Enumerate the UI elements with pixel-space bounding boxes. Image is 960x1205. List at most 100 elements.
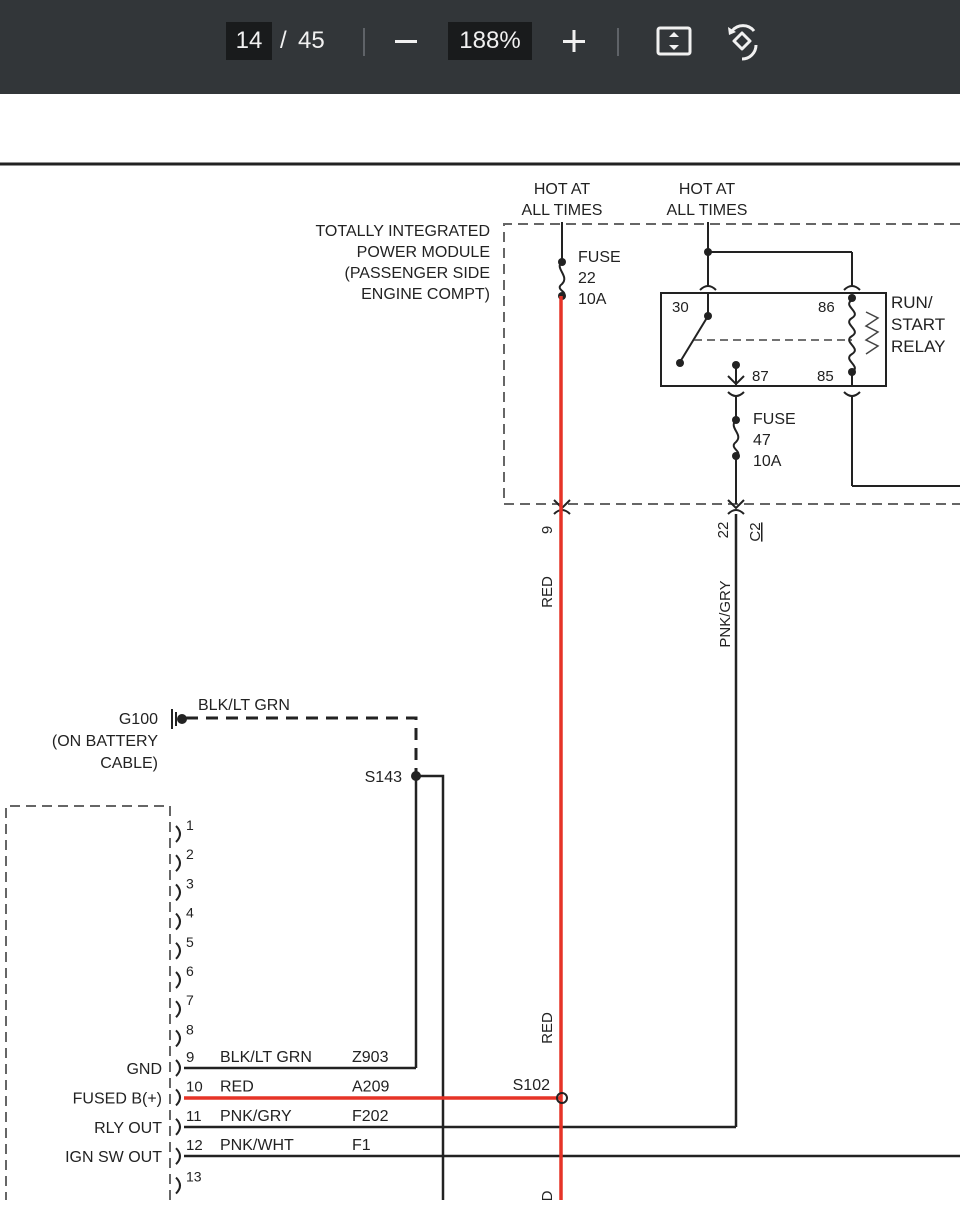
- wire-label-red: RED: [539, 1012, 556, 1044]
- toolbar-divider: [363, 28, 365, 56]
- relay-pin-30: 30: [672, 299, 689, 316]
- svg-text:(ON BATTERY: (ON BATTERY: [52, 733, 158, 750]
- svg-text:CABLE): CABLE): [100, 755, 158, 772]
- pin-terminal-icon: [175, 1059, 181, 1077]
- ground-icon: [171, 709, 187, 729]
- fit-page-button[interactable]: [652, 19, 696, 63]
- wire-color-label: PNK/WHT: [220, 1137, 294, 1154]
- circuit-id-label: F202: [352, 1108, 389, 1125]
- pin-terminal-icon: [175, 1088, 181, 1107]
- pin-terminal-icon: [175, 1029, 181, 1048]
- svg-text:10A: 10A: [753, 453, 782, 470]
- wiring-diagram: HOT AT ALL TIMES HOT AT ALL TIMES TOTALL…: [0, 162, 960, 1205]
- pin-function-label: IGN SW OUT: [65, 1149, 162, 1166]
- hot-at-all-times-label: HOT AT: [679, 181, 736, 198]
- wire-label-blk-lt-grn: BLK/LT GRN: [198, 697, 290, 714]
- pin-terminal-icon: [175, 1118, 181, 1136]
- relay-label: RUN/ START RELAY: [891, 293, 946, 356]
- tipm-module-outline: [503, 223, 960, 505]
- wire-label-red: RED: [539, 576, 556, 608]
- rotate-button[interactable]: [720, 19, 764, 63]
- connector-pin-number: 13: [186, 1169, 202, 1185]
- pin-terminal-icon: [175, 1000, 181, 1018]
- relay-pin-86: 86: [818, 299, 835, 316]
- connector-pin-number: 8: [186, 1021, 194, 1037]
- relay-pin-87: 87: [752, 368, 769, 385]
- pin-function-label: RLY OUT: [94, 1120, 162, 1137]
- svg-text:(PASSENGER SIDE: (PASSENGER SIDE: [344, 265, 490, 282]
- connector-pins: 1 2 3 4 5 6 7 8: [175, 817, 194, 1048]
- document-viewer[interactable]: HOT AT ALL TIMES HOT AT ALL TIMES TOTALL…: [0, 94, 960, 1205]
- pin-function-label: GND: [126, 1061, 162, 1078]
- module-connector-outline: [5, 805, 171, 1200]
- svg-text:22: 22: [578, 270, 596, 287]
- cavity-22-label: 22: [715, 522, 732, 539]
- total-pages: 45: [298, 27, 325, 54]
- connector-pin-number: 6: [186, 963, 194, 979]
- zoom-level-input[interactable]: 188%: [448, 22, 532, 60]
- page-number-input[interactable]: 14: [226, 22, 272, 60]
- svg-text:47: 47: [753, 432, 771, 449]
- hot-at-all-times-label: HOT AT: [534, 181, 591, 198]
- svg-text:RUN/: RUN/: [891, 293, 933, 312]
- pin-terminal-icon: [175, 854, 181, 872]
- hot-at-all-times-label: ALL TIMES: [667, 202, 748, 219]
- toolbar-divider: [617, 28, 619, 56]
- fuse-22-symbol: [558, 261, 566, 297]
- pin-terminal-icon: [175, 912, 181, 931]
- pin-terminal-icon: [175, 942, 181, 960]
- minus-icon: [395, 40, 417, 43]
- svg-text:POWER MODULE: POWER MODULE: [357, 244, 490, 261]
- wire-blk-lt-grn-ground: [186, 716, 418, 776]
- cavity-9-label: 9: [539, 526, 556, 534]
- connector-pin-number: 9: [186, 1049, 194, 1066]
- pin-terminal-icon: [175, 825, 181, 843]
- wire-label-pnk-gry: PNK/GRY: [717, 580, 734, 647]
- splice-s143-label: S143: [365, 769, 402, 786]
- wire-color-label: PNK/GRY: [220, 1108, 292, 1125]
- svg-text:TOTALLY INTEGRATED: TOTALLY INTEGRATED: [315, 223, 490, 240]
- pin-terminal-icon: [175, 1147, 181, 1165]
- connector-pin-number: 12: [186, 1137, 203, 1154]
- pin-terminal-icon: [175, 971, 181, 989]
- splice-s102: [556, 1092, 568, 1104]
- fuse-47-symbol: [732, 419, 740, 457]
- svg-text:FUSE: FUSE: [578, 249, 621, 266]
- page-separator: /: [280, 27, 287, 54]
- splice-s102-label: S102: [513, 1077, 550, 1094]
- connector-c2-label: C2: [747, 522, 764, 541]
- connector-pin-number: 7: [186, 992, 194, 1008]
- pin-terminal-icon: [175, 883, 181, 902]
- svg-text:START: START: [891, 315, 945, 334]
- svg-text:10A: 10A: [578, 291, 607, 308]
- circuit-id-label: F1: [352, 1137, 371, 1154]
- connector-pin-number: 3: [186, 875, 194, 891]
- zoom-out-button[interactable]: [384, 20, 428, 64]
- relay-pin-85: 85: [817, 368, 834, 385]
- relay-coil-icon: [848, 299, 856, 373]
- svg-text:G100: G100: [119, 711, 158, 728]
- rotate-icon: [728, 24, 758, 61]
- connector-pin-number: 11: [186, 1108, 202, 1125]
- tipm-label: TOTALLY INTEGRATED POWER MODULE (PASSENG…: [315, 223, 490, 303]
- zoom-in-button[interactable]: [552, 20, 596, 64]
- connector-pin-number: 1: [186, 817, 194, 833]
- circuit-id-label: Z903: [352, 1049, 389, 1066]
- fuse-22-label: FUSE 22 10A: [578, 249, 621, 308]
- svg-text:ENGINE COMPT): ENGINE COMPT): [361, 286, 490, 303]
- hot-at-all-times-label: ALL TIMES: [522, 202, 603, 219]
- svg-text:RELAY: RELAY: [891, 337, 946, 356]
- g100-label: G100 (ON BATTERY CABLE): [52, 711, 158, 772]
- pin-function-label: FUSED B(+): [73, 1090, 162, 1107]
- svg-text:FUSE: FUSE: [753, 411, 796, 428]
- plus-icon: [563, 30, 585, 52]
- wire-color-label: RED: [220, 1078, 254, 1095]
- pin-terminal-icon: [175, 1176, 181, 1195]
- circuit-id-label: A209: [352, 1078, 389, 1095]
- connector-pin-number: 4: [186, 905, 194, 921]
- connector-pin-number: 2: [186, 846, 194, 862]
- run-start-relay: [660, 292, 887, 387]
- connector-pin-number: 10: [186, 1078, 203, 1095]
- connector-pin-number: 5: [186, 934, 194, 950]
